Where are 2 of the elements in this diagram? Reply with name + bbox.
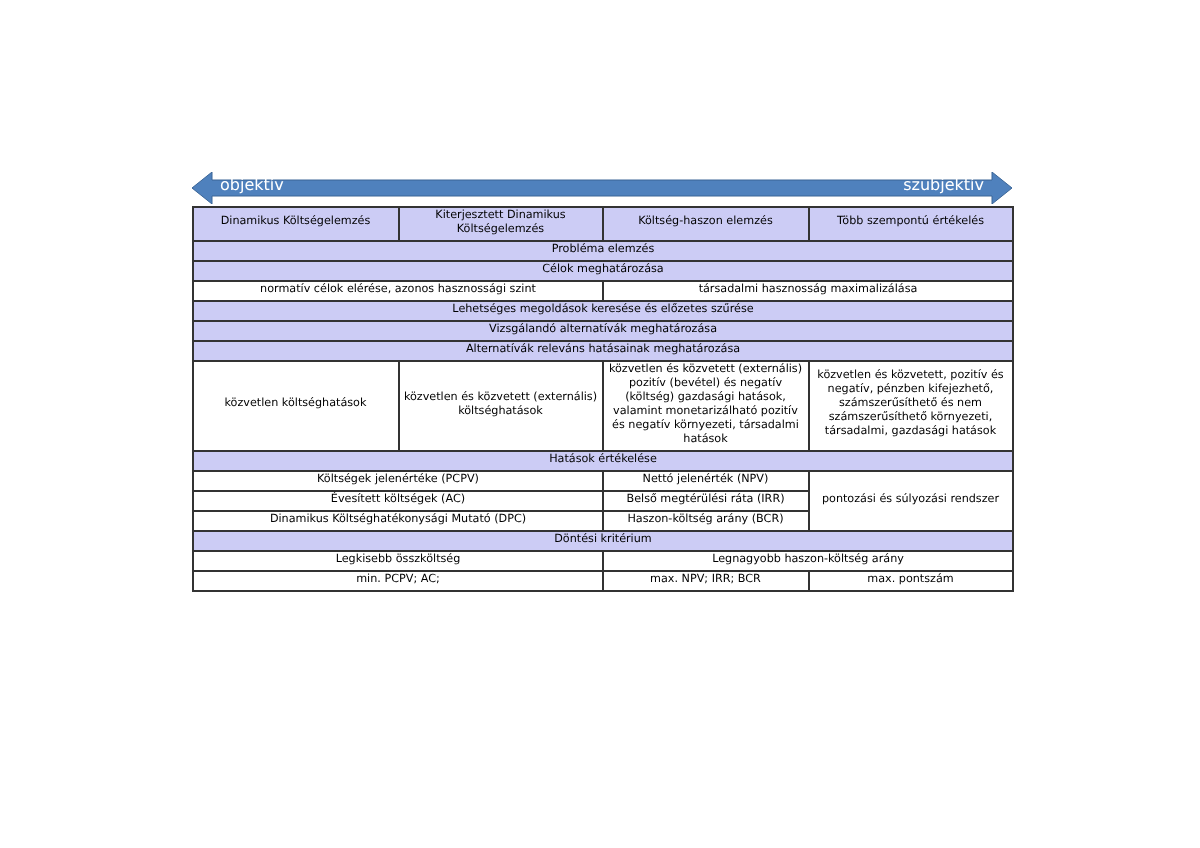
scale-label: objektív — [220, 176, 284, 194]
scale-label: szubjektív — [903, 176, 984, 194]
